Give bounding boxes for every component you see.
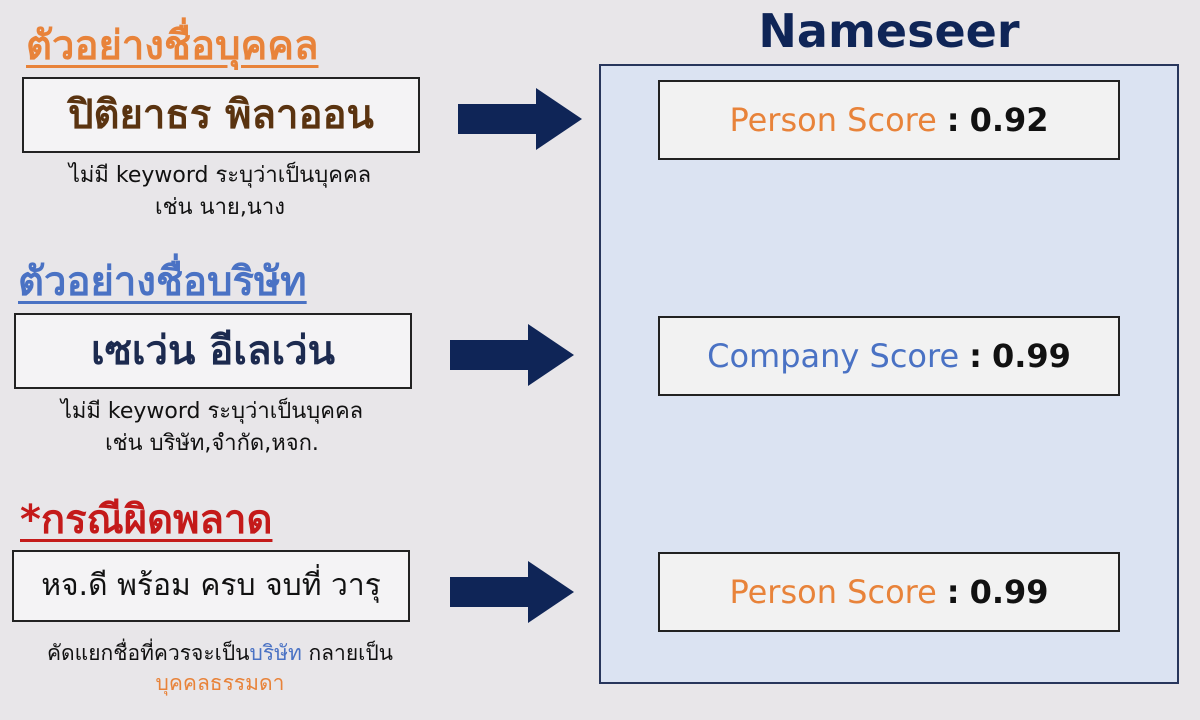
error-note-prefix: คัดแยกชื่อที่ควรจะเป็น xyxy=(46,641,250,665)
company-note: ไม่มี keyword ระบุว่าเป็นบุคคล เช่น บริษ… xyxy=(2,396,422,460)
heading-company-example: ตัวอย่างชื่อบริษัท xyxy=(18,259,307,305)
person-name-box: ปิติยาธร พิลาออน xyxy=(22,77,420,153)
person-note-line2: เช่น นาย,นาง xyxy=(155,194,285,220)
score-separator: : xyxy=(969,337,982,375)
company-note-line1: ไม่มี keyword ระบุว่าเป็นบุคคล xyxy=(60,399,364,424)
error-note: คัดแยกชื่อที่ควรจะเป็นบริษัท กลายเป็น บุ… xyxy=(0,638,440,699)
error-note-line1: คัดแยกชื่อที่ควรจะเป็นบริษัท กลายเป็น xyxy=(0,638,440,668)
arrow-right-icon xyxy=(458,88,582,150)
error-note-highlight: บริษัท xyxy=(249,641,302,665)
company-name-box: เซเว่น อีเลเว่น xyxy=(14,313,412,389)
score-value: 0.99 xyxy=(969,573,1049,611)
company-score-box: Company Score : 0.99 xyxy=(658,316,1120,396)
person-score-box: Person Score : 0.92 xyxy=(658,80,1120,160)
error-name: หจ.ดี พร้อม ครบ จบที่ วารุ xyxy=(41,568,381,603)
score-label: Company Score xyxy=(707,337,960,375)
score-separator: : xyxy=(946,573,960,611)
heading-error-case: *กรณีผิดพลาด xyxy=(20,497,273,543)
score-label: Person Score xyxy=(729,101,937,139)
score-separator: : xyxy=(946,101,960,139)
arrow-right-icon xyxy=(450,324,574,386)
person-name: ปิติยาธร พิลาออน xyxy=(68,92,374,138)
person-note: ไม่มี keyword ระบุว่าเป็นบุคคล เช่น นาย,… xyxy=(10,160,430,224)
score-value: 0.99 xyxy=(991,337,1071,375)
heading-person-example: ตัวอย่างชื่อบุคคล xyxy=(26,23,319,69)
error-name-box: หจ.ดี พร้อม ครบ จบที่ วารุ xyxy=(12,550,410,622)
error-note-line2: บุคคลธรรมดา xyxy=(155,671,285,696)
nameseer-title: Nameseer xyxy=(758,4,1020,58)
company-note-line2: เช่น บริษัท,จำกัด,หจก. xyxy=(105,430,319,456)
company-name: เซเว่น อีเลเว่น xyxy=(91,328,335,374)
score-label: Person Score xyxy=(729,573,937,611)
score-value: 0.92 xyxy=(969,101,1049,139)
error-note-suffix: กลายเป็น xyxy=(301,641,394,665)
person-note-line1: ไม่มี keyword ระบุว่าเป็นบุคคล xyxy=(68,163,372,188)
arrow-right-icon xyxy=(450,561,574,623)
error-score-box: Person Score : 0.99 xyxy=(658,552,1120,632)
